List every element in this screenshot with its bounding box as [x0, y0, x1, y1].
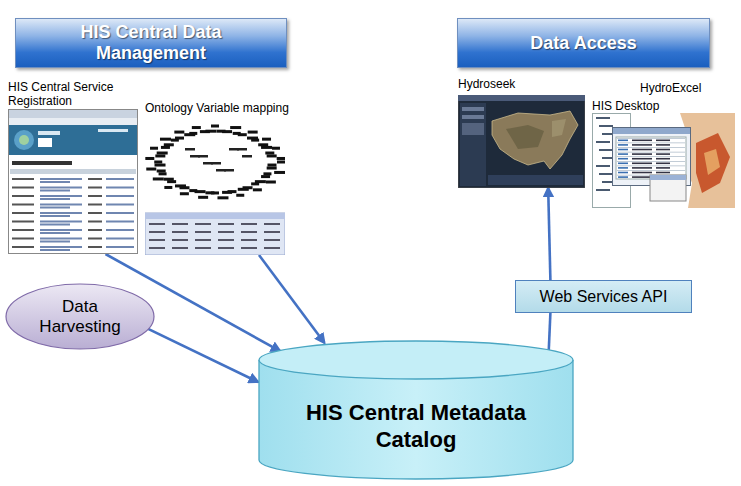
screenshot-panel: Hydroseek: [458, 77, 585, 188]
process-ellipse: Data Harvesting: [5, 283, 155, 350]
header-title: Data Access: [530, 33, 636, 54]
screenshot-panel: HIS Desktop: [592, 99, 735, 208]
screenshot-panel: HIS Central Service Registration: [8, 80, 138, 254]
panel-caption: HIS Desktop: [592, 99, 735, 113]
section-header: HIS Central Data Management: [15, 18, 287, 68]
panel-caption: HIS Central Service Registration: [8, 80, 138, 108]
header-title: HIS Central Data Management: [26, 22, 276, 64]
flow-arrow: [549, 313, 551, 351]
node-label: HIS Central Metadata Catalog: [278, 399, 554, 453]
process-box: Web Services API: [515, 280, 692, 313]
node-label: Web Services API: [540, 287, 668, 306]
flow-arrow: [259, 255, 324, 343]
screenshot-image: [458, 95, 585, 188]
node-label: Data Harvesting: [25, 297, 135, 337]
screenshot-image: [145, 118, 285, 255]
section-header: Data Access: [457, 18, 710, 68]
screenshot-image: [8, 109, 138, 254]
database-cylinder: HIS Central Metadata Catalog: [258, 340, 574, 480]
app-label: HydroExcel: [640, 81, 701, 95]
screenshot-panel: Ontology Variable mapping: [145, 101, 297, 255]
panel-caption: Hydroseek: [458, 77, 585, 91]
flow-arrow: [548, 188, 550, 280]
screenshot-image: [592, 113, 735, 208]
panel-caption: Ontology Variable mapping: [145, 101, 297, 115]
